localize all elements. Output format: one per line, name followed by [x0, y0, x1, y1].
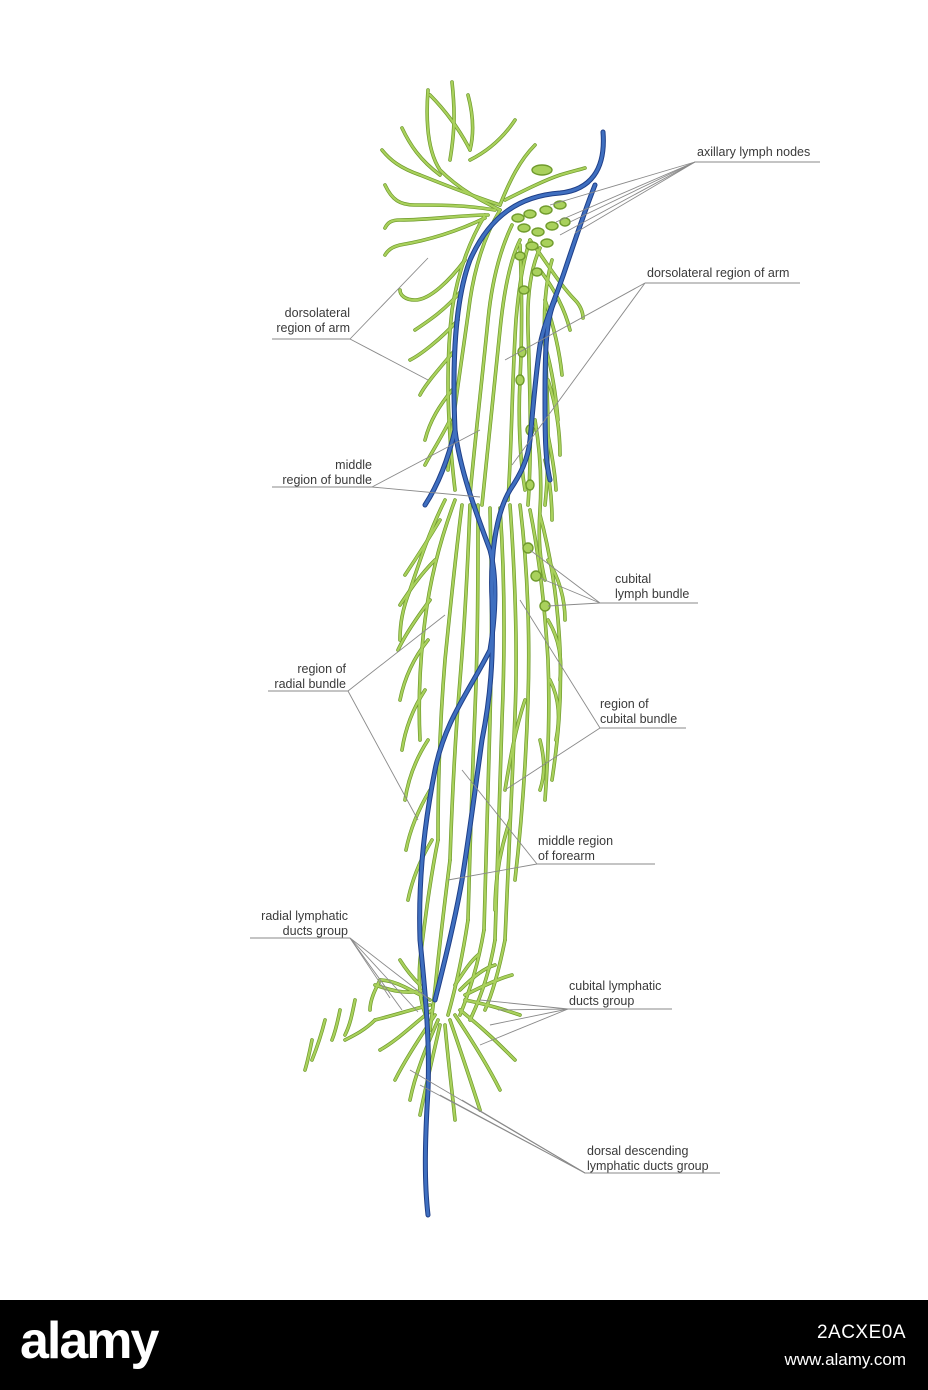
label-line: lymphatic ducts group: [587, 1159, 709, 1173]
lymphatic-diagram: axillary lymph nodes dorsolateral region…: [240, 80, 820, 1218]
label-region-cubital-bundle: region of cubital bundle: [600, 697, 677, 727]
label-line: radial bundle: [274, 677, 346, 691]
label-line: middle region: [538, 834, 614, 848]
label-line: region of arm: [276, 321, 350, 335]
label-middle-region-forearm: middle region of forearm: [538, 834, 613, 864]
label-cubital-lymphatic-ducts: cubital lymphatic ducts group: [569, 979, 661, 1009]
label-line: cubital bundle: [600, 712, 678, 726]
watermark-logo: alamy: [20, 1312, 159, 1370]
label-line: region of bundle: [282, 473, 372, 487]
label-line: lymph bundle: [615, 587, 690, 601]
label-dorsolateral-region-right: dorsolateral region of arm: [647, 266, 789, 281]
label-line: region of: [297, 662, 346, 676]
label-line: axillary lymph nodes: [697, 145, 811, 159]
label-line: of forearm: [538, 849, 595, 863]
label-radial-lymphatic-ducts: radial lymphatic ducts group: [240, 909, 348, 939]
label-middle-region-bundle: middle region of bundle: [262, 458, 372, 488]
watermark-footer: [0, 1300, 928, 1390]
label-line: dorsolateral region of arm: [647, 266, 790, 280]
label-line: dorsolateral: [284, 306, 350, 320]
label-dorsal-descending-ducts: dorsal descending lymphatic ducts group: [587, 1144, 709, 1174]
watermark-url: www.alamy.com: [784, 1350, 906, 1369]
label-line: ducts group: [569, 994, 635, 1008]
vein-fill: [418, 130, 605, 1217]
label-line: ducts group: [282, 924, 348, 938]
veins: [417, 129, 606, 1218]
watermark-image-id: 2ACXE0A: [816, 1322, 906, 1343]
label-line: middle: [335, 458, 372, 472]
label-line: region of: [600, 697, 649, 711]
label-cubital-lymph-bundle: cubital lymph bundle: [615, 572, 689, 602]
label-line: dorsal descending: [587, 1144, 689, 1158]
label-axillary-lymph-nodes: axillary lymph nodes: [697, 145, 810, 160]
lymph-illustration: [250, 80, 820, 1218]
label-region-radial-bundle: region of radial bundle: [258, 662, 346, 692]
label-line: cubital lymphatic: [569, 979, 662, 993]
label-dorsolateral-region-left: dorsolateral region of arm: [272, 306, 350, 336]
leader-lines: [250, 161, 820, 1174]
label-line: radial lymphatic: [261, 909, 348, 923]
label-line: cubital: [615, 572, 652, 586]
